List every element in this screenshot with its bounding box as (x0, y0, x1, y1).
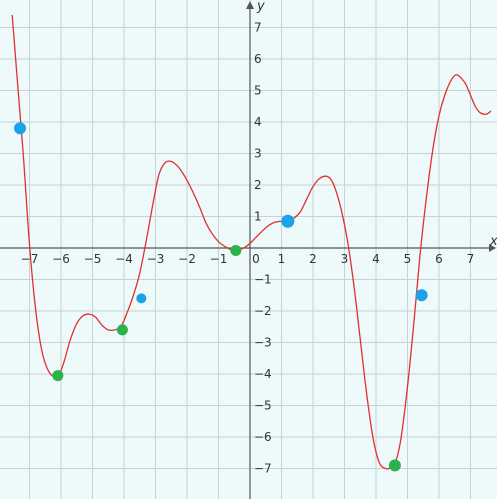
x-tick-label: 3 (341, 252, 349, 266)
x-tick-label: 2 (309, 252, 317, 266)
curve-point (281, 214, 295, 228)
x-tick-label: 7 (467, 252, 475, 266)
y-tick-label: 2 (254, 178, 262, 192)
x-tick-label: −7 (21, 252, 39, 266)
x-tick-label: −6 (52, 252, 70, 266)
curve-point (230, 245, 242, 257)
x-axis-arrow (489, 244, 496, 252)
y-tick-label: 6 (254, 52, 262, 66)
curve-point (52, 370, 64, 382)
tick-labels: −7 −6 −5 −4 −3 −2 −1 0 1 2 3 4 5 6 7 −7 −6 −5 −4 −3 −2 −1 1 2 3 4… (21, 21, 475, 476)
x-tick-label: −3 (147, 252, 165, 266)
y-tick-label: 3 (254, 147, 262, 161)
curve-point (14, 122, 27, 135)
x-tick-label: 6 (435, 252, 443, 266)
y-tick-label: −7 (254, 462, 272, 476)
y-tick-label: 4 (254, 115, 262, 129)
x-tick-label: 1 (278, 252, 286, 266)
curve-point (136, 293, 147, 304)
x-tick-label: 5 (404, 252, 412, 266)
y-axis-label: y (256, 0, 265, 14)
x-tick-label: 0 (252, 252, 260, 266)
y-tick-label: −5 (254, 399, 272, 413)
y-tick-label: 1 (254, 210, 262, 224)
marked-points (14, 122, 428, 472)
y-axis-arrow (246, 1, 254, 9)
x-tick-label: −1 (210, 252, 228, 266)
y-tick-label: −1 (254, 273, 272, 287)
y-tick-label: 5 (254, 84, 262, 98)
curve-point (116, 324, 128, 336)
function-curve (11, 14, 492, 470)
curve-point (388, 459, 401, 472)
y-tick-label: −3 (254, 336, 272, 350)
x-tick-label: 4 (372, 252, 380, 266)
x-tick-label: −5 (84, 252, 102, 266)
y-tick-label: 7 (254, 21, 262, 35)
y-tick-label: −4 (254, 367, 272, 381)
y-tick-label: −6 (254, 430, 272, 444)
x-tick-label: −2 (178, 252, 196, 266)
x-tick-label: −4 (115, 252, 133, 266)
y-tick-label: −2 (254, 304, 272, 318)
x-axis-label: x (489, 234, 497, 249)
curve-point (415, 289, 428, 302)
